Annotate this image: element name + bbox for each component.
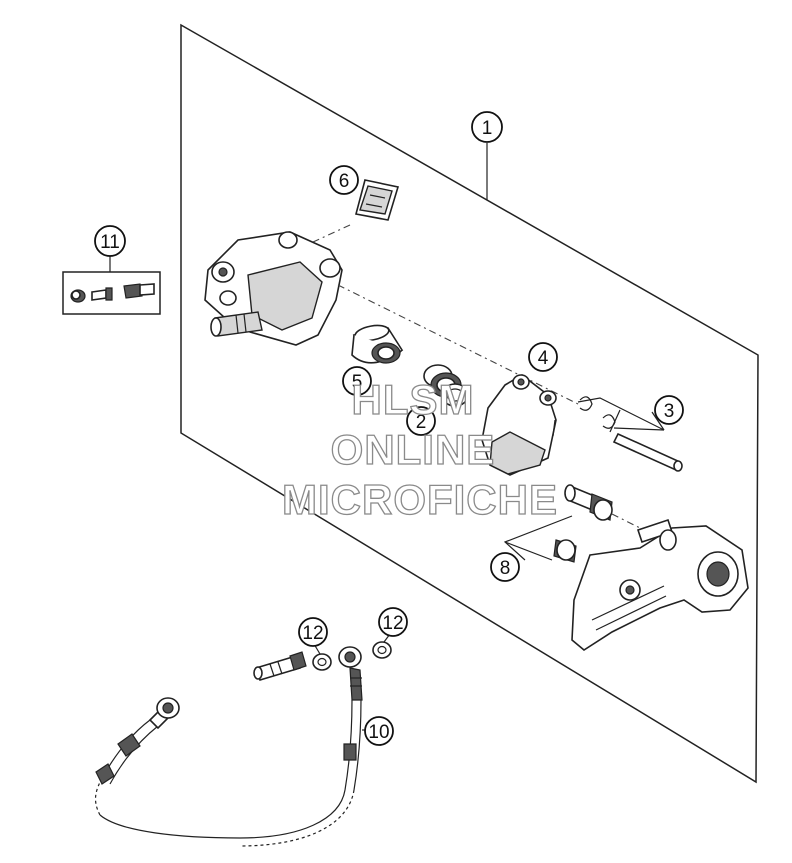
axis-caliper [337,284,581,406]
seal-kit-part [423,364,469,407]
svg-text:4: 4 [538,348,549,369]
pad-pin-part [577,396,683,472]
callout-6: 6 [329,165,359,195]
callout-11: 11 [94,225,126,257]
brake-pads-part [481,374,557,476]
callout-12-right: 12 [378,607,408,637]
caliper-housing-part [204,231,343,346]
svg-text:5: 5 [352,372,363,393]
guide-bolt-part [553,484,613,563]
brake-hose-part [94,646,363,847]
svg-text:12: 12 [382,613,403,634]
callout-10: 10 [364,716,394,746]
callout-8: 8 [490,552,520,582]
leader-8b [504,541,553,561]
watermark-line-1: HLSM [352,376,475,423]
svg-text:3: 3 [664,401,675,422]
svg-text:11: 11 [100,232,120,253]
bleeder-box [62,271,161,315]
callout-12-left: 12 [298,617,328,647]
callout-4: 4 [528,342,558,372]
piston-part [351,324,404,364]
banjo-bolt-part [253,651,307,681]
watermark: HLSM ONLINE MICROFICHE [281,375,558,523]
svg-text:8: 8 [500,558,511,579]
callout-1: 1 [471,111,503,143]
assembly-frame [180,23,759,784]
svg-text:12: 12 [302,623,323,644]
axis-bolt [611,513,641,529]
callout-3: 3 [654,395,684,425]
watermark-line-2: ONLINE [331,426,496,473]
washer-part [312,641,392,671]
svg-text:10: 10 [368,722,389,743]
callout-2: 2 [406,406,436,436]
svg-text:2: 2 [416,412,427,433]
caliper-bracket-part [571,518,749,651]
callout-5: 5 [342,366,372,396]
svg-text:6: 6 [339,171,350,192]
watermark-line-3: MICROFICHE [282,476,558,523]
leader-3 [651,411,665,431]
svg-text:1: 1 [482,118,493,139]
retainer-clip-part [355,179,400,221]
bleeder-valve-part [70,283,155,303]
